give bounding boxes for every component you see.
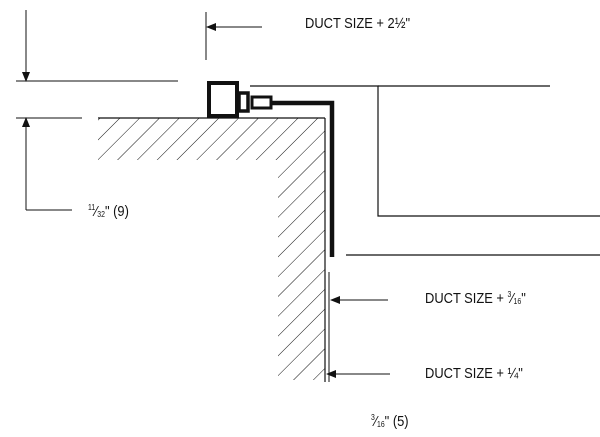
- duct-outline: [250, 85, 600, 217]
- mid-fraction: 3⁄16: [507, 290, 522, 307]
- frame-flange-profile: [272, 100, 335, 257]
- label-top-dimension: DUCT SIZE + 2½": [305, 15, 411, 32]
- label-low-dimension: DUCT SIZE + ¼": [425, 365, 523, 382]
- thickness-fraction: 3⁄16: [371, 413, 385, 430]
- label-mid-dimension: DUCT SIZE + 3⁄16": [425, 290, 526, 307]
- frame-clip-step: [237, 91, 250, 113]
- gap-fraction: 11⁄32: [88, 203, 105, 220]
- label-thickness-dimension: 3⁄16" (5): [371, 413, 409, 430]
- wall-hatch-region: [98, 118, 325, 380]
- frame-clip-outer: [207, 81, 239, 118]
- label-gap-dimension: 11⁄32" (9): [88, 203, 129, 220]
- frame-clip-tab: [250, 95, 273, 110]
